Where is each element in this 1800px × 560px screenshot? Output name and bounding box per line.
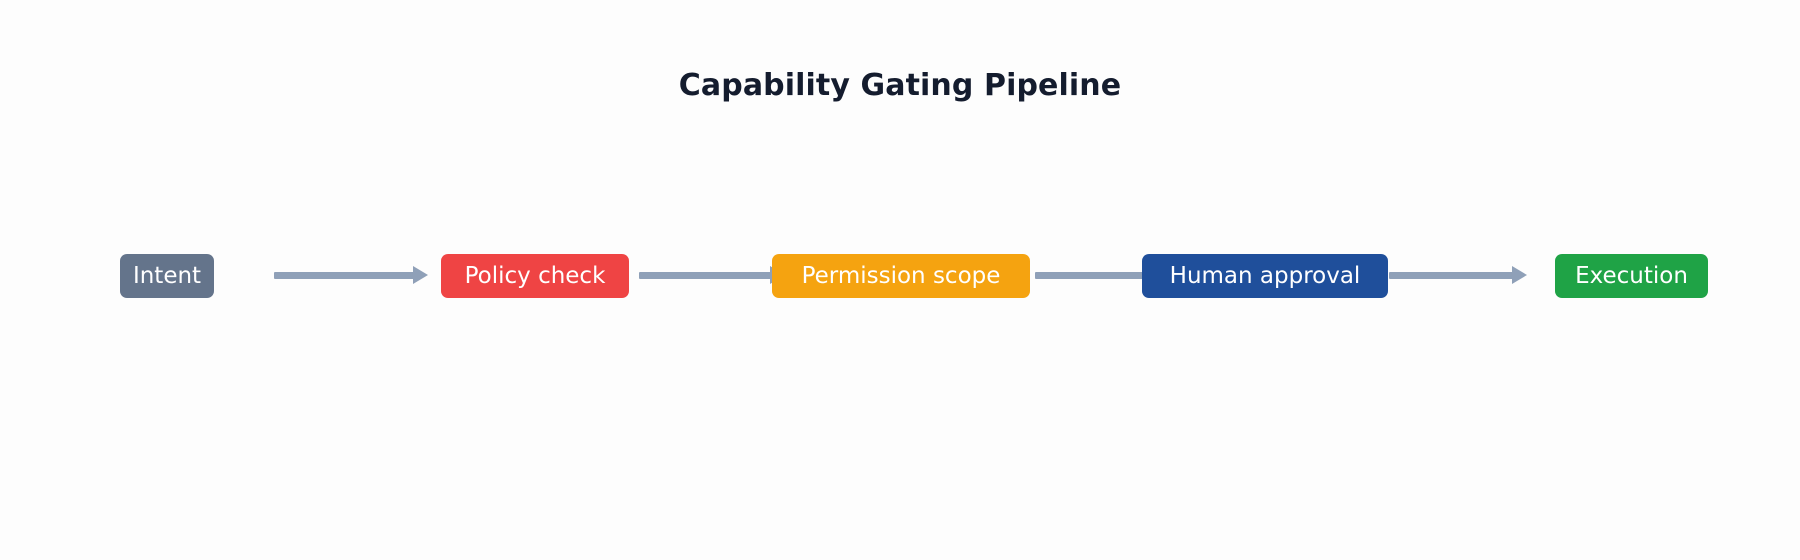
flow-node-label: Permission scope — [801, 262, 1001, 289]
connector-intent-to-policy-check — [274, 266, 428, 284]
flow-node-policy-check[interactable]: Policy check — [441, 254, 629, 298]
arrow-head-icon — [413, 266, 428, 284]
flow-node-label: Execution — [1575, 262, 1688, 289]
arrow-head-icon — [1512, 266, 1527, 284]
connector-human-approval-to-execution — [1389, 266, 1527, 284]
flow-node-label: Intent — [132, 262, 202, 289]
flow-node-permission-scope[interactable]: Permission scope — [772, 254, 1030, 298]
flow-node-label: Human approval — [1169, 262, 1361, 289]
flow-node-label: Policy check — [464, 262, 606, 289]
flow-node-execution[interactable]: Execution — [1555, 254, 1708, 298]
page-title: Capability Gating Pipeline — [678, 68, 1122, 103]
connector-policy-check-to-permission-scope — [639, 266, 785, 284]
connector-permission-scope-to-human-approval — [1035, 266, 1168, 284]
flow-node-human-approval[interactable]: Human approval — [1142, 254, 1388, 298]
flow-node-intent[interactable]: Intent — [120, 254, 214, 298]
